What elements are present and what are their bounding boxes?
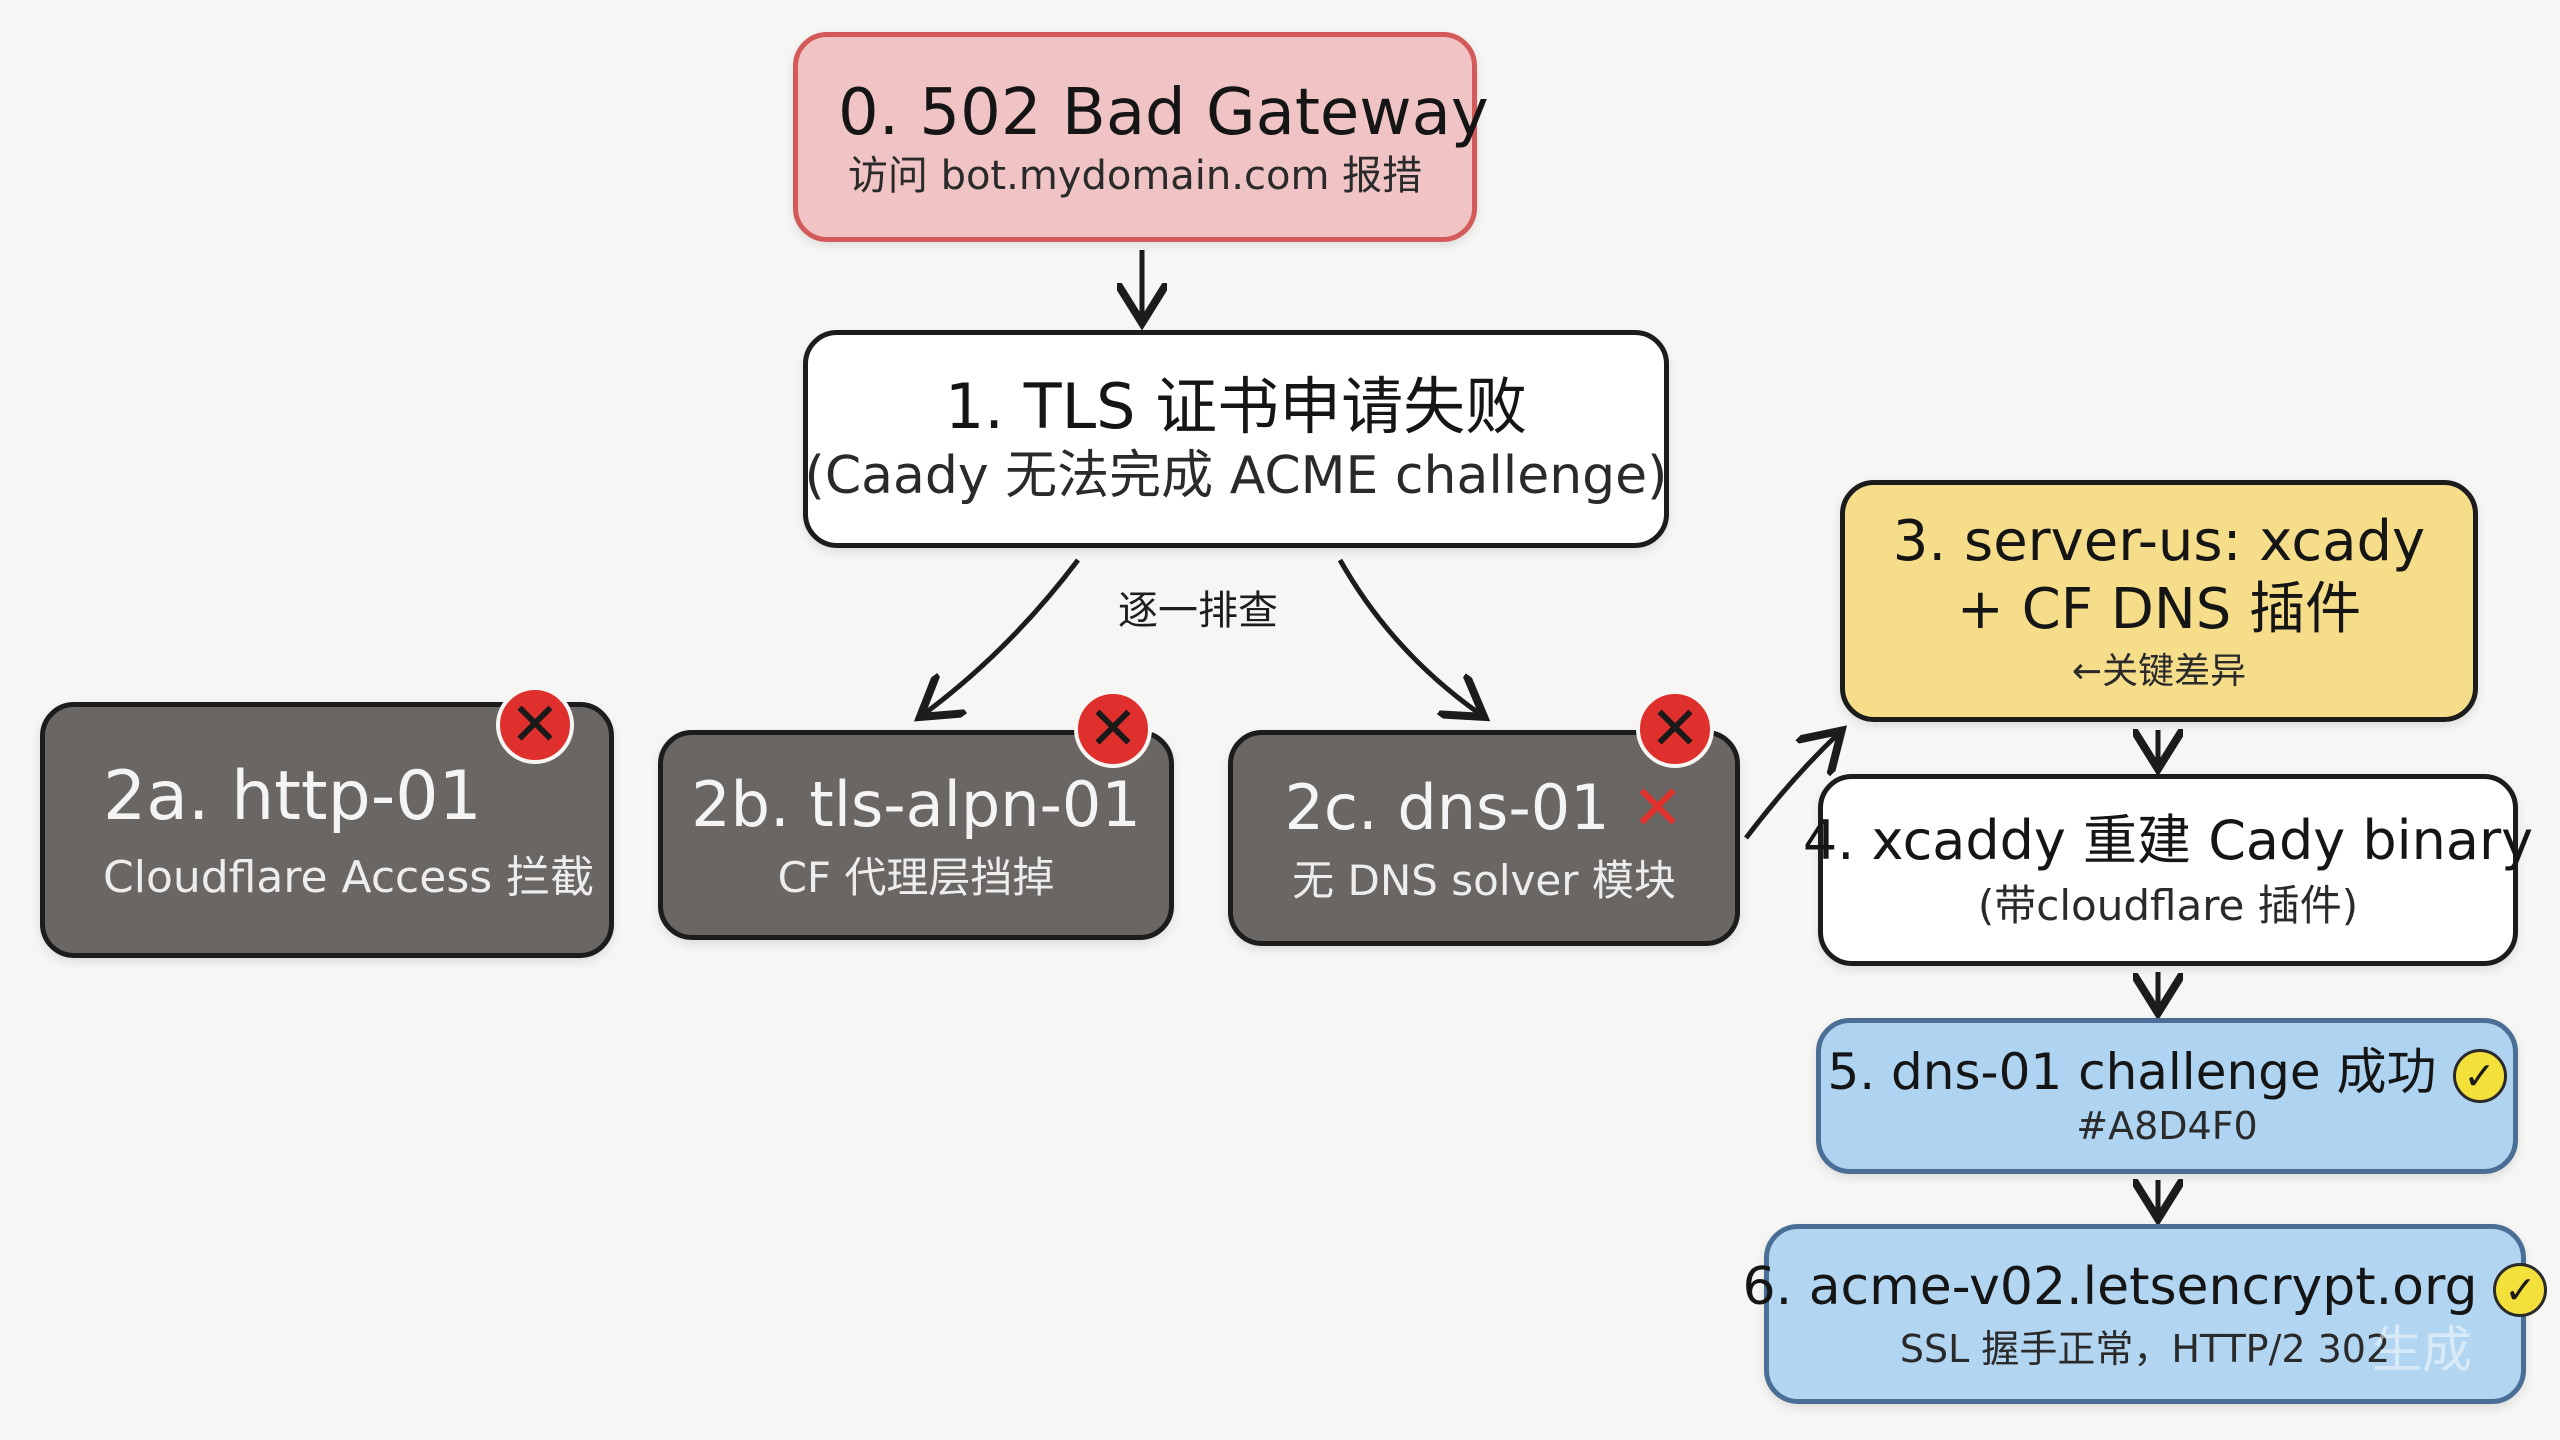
check-mark-icon: ✓ <box>2493 1263 2548 1318</box>
arrow-1-to-2c <box>1337 558 1480 714</box>
arrow-1-to-2b <box>924 558 1080 714</box>
node-title-line2: + CF DNS 插件 <box>1956 577 2362 643</box>
node-http-01: 2a. http-01 Cloudflare Access 拦截 <box>40 702 614 958</box>
x-mark-icon: ✕ <box>1631 770 1684 844</box>
node-title: 1. TLS 证书申请失败 <box>944 370 1528 444</box>
x-mark-icon: ✕ <box>1636 690 1714 768</box>
edge-label-investigate: 逐一排查 <box>1118 588 1278 634</box>
node-subtitle: SSL 握手正常，HTTP/2 302 <box>1899 1326 2391 1371</box>
node-title: 5. dns-01 challenge 成功 <box>1827 1043 2437 1102</box>
check-mark-icon: ✓ <box>2452 1048 2507 1103</box>
node-title: 2c. dns-01 <box>1284 770 1610 844</box>
node-title: 2a. http-01 <box>103 756 482 836</box>
node-subtitle: (Caady 无法完成 ACME challenge) <box>804 446 1668 507</box>
node-title-row: 2c. dns-01 ✕ <box>1284 770 1683 846</box>
watermark: 生成 <box>2372 1321 2472 1379</box>
node-subtitle: CF 代理层挡掉 <box>777 853 1055 903</box>
node-subtitle: Cloudflare Access 拦截 <box>103 851 595 903</box>
node-title: 0. 502 Bad Gateway <box>838 75 1489 150</box>
node-title: 6. acme-v02.letsencrypt.org <box>1742 1257 2478 1318</box>
node-tls-cert-failed: 1. TLS 证书申请失败 (Caady 无法完成 ACME challenge… <box>803 330 1669 548</box>
node-dns-01-failed: 2c. dns-01 ✕ 无 DNS solver 模块 <box>1228 730 1740 946</box>
node-title-row: 5. dns-01 challenge 成功 ✓ <box>1827 1042 2507 1103</box>
node-subtitle: 无 DNS solver 模块 <box>1292 856 1676 906</box>
node-502-bad-gateway: 0. 502 Bad Gateway 访问 bot.mydomain.com 报… <box>793 32 1489 242</box>
node-note: ←关键差异 <box>2071 651 2247 693</box>
node-title-row: 6. acme-v02.letsencrypt.org ✓ <box>1743 1256 2548 1319</box>
node-title: 4. xcaddy 重建 Cady binary <box>1802 809 2534 873</box>
arrow-2c-to-3 <box>1744 734 1838 840</box>
node-dns-01-success: 5. dns-01 challenge 成功 ✓ #A8D4F0 <box>1816 1018 2518 1174</box>
node-subtitle: 访问 bot.mydomain.com 报措 <box>847 152 1423 199</box>
node-tls-alpn-01: 2b. tls-alpn-01 CF 代理层挡掉 <box>658 730 1174 940</box>
node-subtitle: (带cloudflare 插件) <box>1977 881 2359 931</box>
node-title: 2b. tls-alpn-01 <box>691 767 1141 841</box>
node-title-line1: 3. server-us: xcady <box>1892 508 2426 574</box>
node-subtitle: #A8D4F0 <box>2076 1104 2258 1149</box>
x-mark-icon: ✕ <box>1074 690 1152 768</box>
x-mark-icon: ✕ <box>496 686 574 764</box>
node-letsencrypt: 6. acme-v02.letsencrypt.org ✓ SSL 握手正常，HT… <box>1743 1224 2548 1404</box>
node-xcaddy-rebuild: 4. xcaddy 重建 Cady binary (带cloudflare 插件… <box>1803 774 2533 966</box>
node-server-us-xcady: 3. server-us: xcady + CF DNS 插件 ←关键差异 <box>1840 480 2478 722</box>
